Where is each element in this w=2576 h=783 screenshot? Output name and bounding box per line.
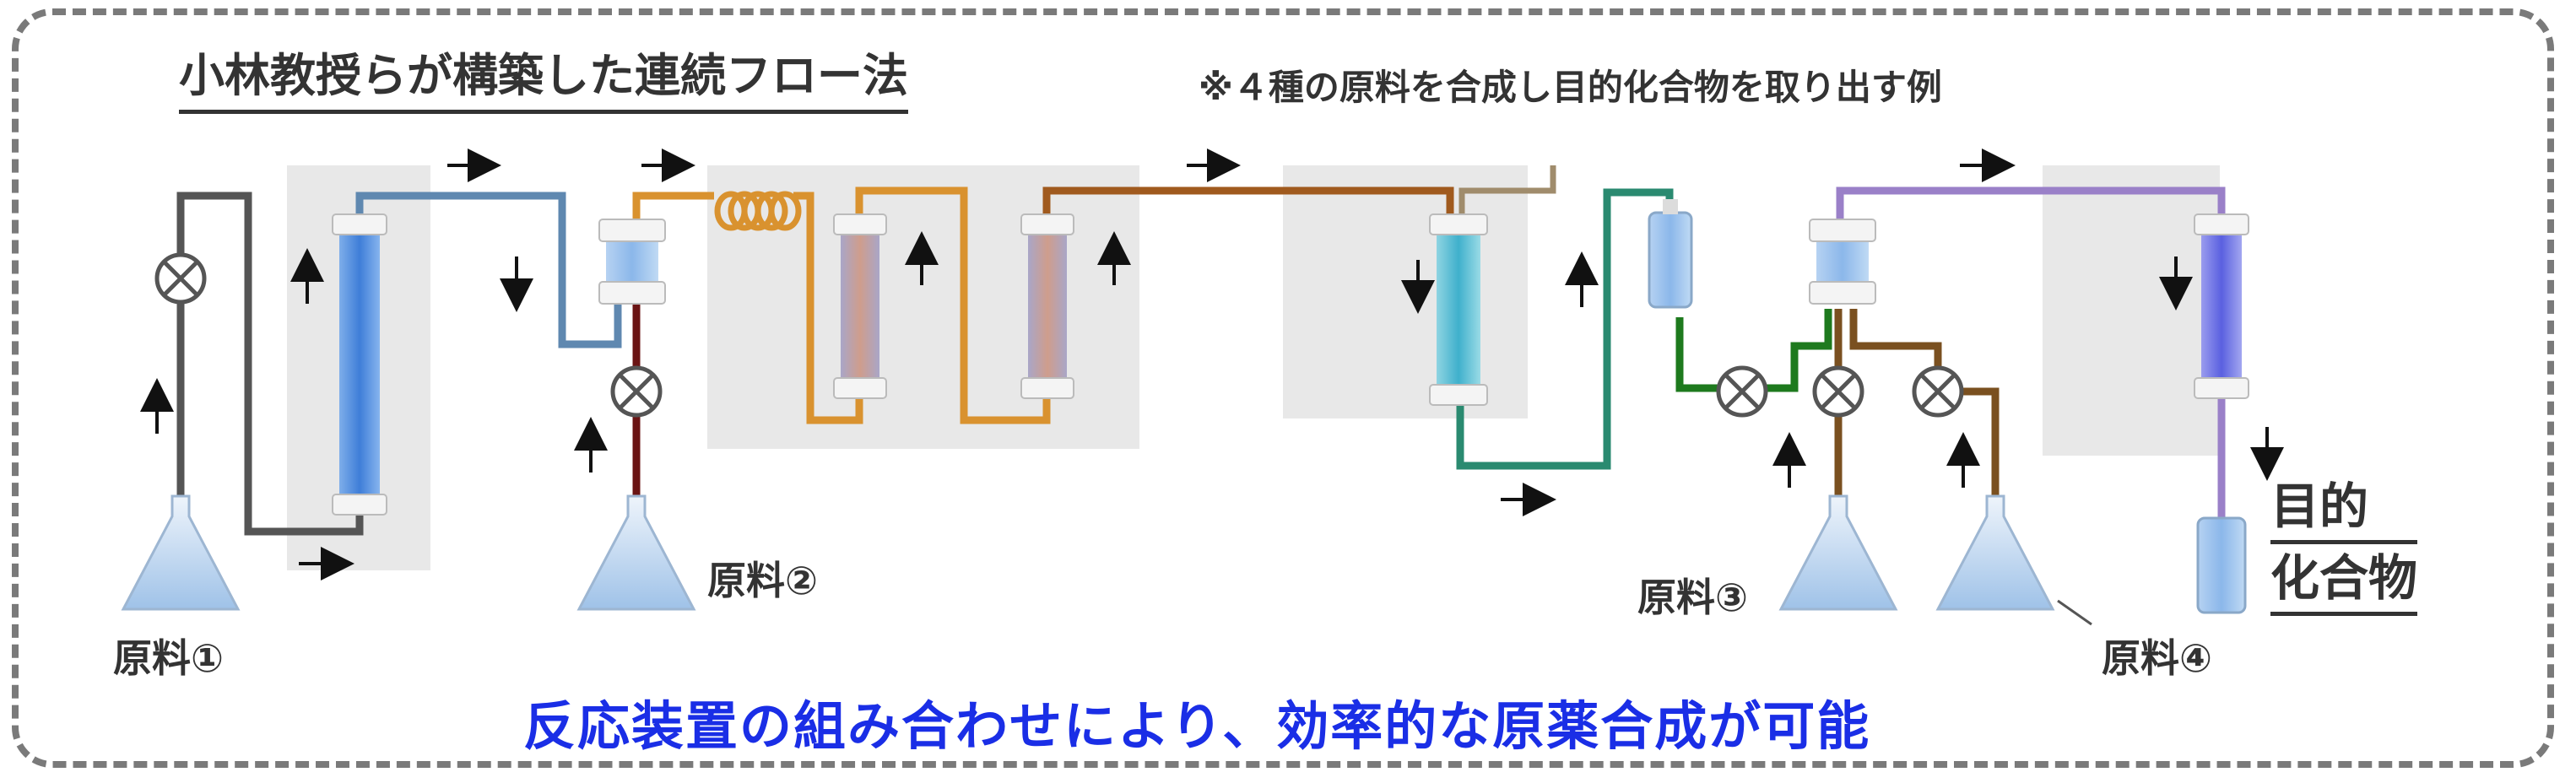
tube-blue (355, 192, 622, 348)
valve-icon (610, 365, 663, 418)
flask-3 (1778, 494, 1898, 611)
column-3 (833, 213, 887, 399)
column-7 (2194, 213, 2249, 399)
stage-bg-3 (1283, 165, 1528, 418)
material-2-label: 原料② (707, 558, 818, 603)
diagram-title: 小林教授らが構築した連続フロー法 (179, 46, 908, 114)
stage-bg-4 (2043, 165, 2220, 456)
column-2-mixer (598, 219, 666, 305)
tube-orange-3 (855, 186, 1051, 424)
valve-icon (1812, 365, 1864, 418)
tube-gray (176, 192, 364, 536)
material-1-label: 原料① (113, 635, 224, 681)
diagram-subtitle: ※４種の原料を合成し目的化合物を取り出す例 (1199, 67, 1942, 108)
valve-icon (154, 252, 207, 305)
product-tube (2196, 516, 2247, 614)
tube-teal (1456, 188, 1674, 470)
tube-tan (1458, 165, 1556, 221)
column-1 (332, 213, 387, 516)
tube-darkgreen (1675, 309, 1832, 392)
stage-bg-2 (707, 165, 1139, 449)
material-3-label: 原料③ (1637, 575, 1748, 620)
flask-4 (1935, 494, 2055, 611)
column-6-mixer (1809, 219, 1876, 305)
flow-arrows (140, 148, 2284, 580)
flask-1 (121, 494, 241, 611)
column-5 (1429, 213, 1488, 406)
valve-icon (1716, 365, 1768, 418)
dashed-border (12, 8, 2554, 768)
valve-icon (1912, 365, 1964, 418)
material-4-label: 原料④ (2102, 635, 2212, 681)
target-compound-label: 目的 化合物 (2270, 472, 2418, 616)
leader-line (2057, 599, 2092, 626)
tube-purple (1836, 186, 2226, 221)
target-compound-line1: 目的 (2270, 472, 2418, 544)
reservoir (1648, 199, 1693, 309)
target-compound-line2: 化合物 (2270, 544, 2418, 616)
caption: 反応装置の組み合わせにより、効率的な原薬合成が可能 (523, 695, 1871, 757)
flask-2 (576, 494, 696, 611)
column-4 (1020, 213, 1074, 399)
tube-orange (632, 192, 714, 221)
coil-reactor (714, 191, 802, 231)
tube-orange-2 (793, 192, 863, 424)
tube-brown (1042, 186, 1454, 221)
